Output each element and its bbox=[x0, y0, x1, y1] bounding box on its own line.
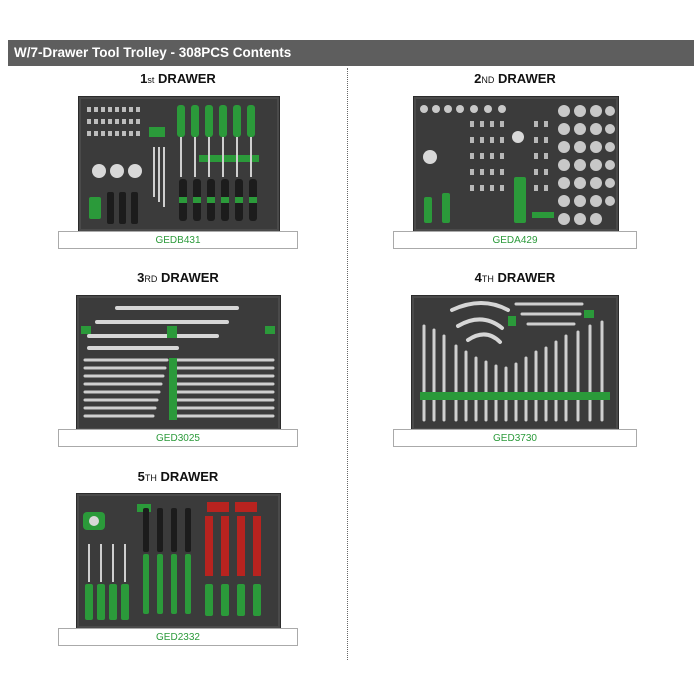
drawer-2-tools-graphic bbox=[420, 105, 615, 225]
drawer-2-number: 2 bbox=[474, 71, 482, 86]
drawer-5-tools-graphic bbox=[83, 502, 261, 620]
drawer-3-title: 3RD DRAWER bbox=[78, 270, 278, 285]
drawer-2-suffix: ND bbox=[481, 75, 495, 85]
drawer-1-suffix: st bbox=[147, 75, 155, 85]
drawer-4-code-box: GED3730 bbox=[393, 429, 637, 447]
drawer-1-title: 1st DRAWER bbox=[78, 71, 278, 86]
drawer-1-image bbox=[78, 96, 280, 232]
drawer-5-title: 5TH DRAWER bbox=[78, 469, 278, 484]
drawer-1-code: GEDB431 bbox=[155, 235, 201, 246]
drawer-4-image bbox=[411, 295, 619, 431]
drawer-5-code: GED2332 bbox=[156, 632, 200, 643]
drawer-5-image bbox=[76, 493, 281, 629]
drawer-4-tools-graphic bbox=[420, 301, 610, 422]
drawer-1-tools-graphic bbox=[87, 105, 259, 224]
drawer-5-suffix: TH bbox=[144, 473, 157, 483]
drawer-2-code: GEDA429 bbox=[492, 235, 538, 246]
drawer-4-suffix: TH bbox=[481, 274, 494, 284]
drawer-1-label: DRAWER bbox=[158, 71, 216, 86]
drawer-4-number: 4 bbox=[474, 270, 482, 285]
drawer-5-code-box: GED2332 bbox=[58, 628, 298, 646]
drawer-2-title: 2ND DRAWER bbox=[415, 71, 615, 86]
drawer-2-code-box: GEDA429 bbox=[393, 231, 637, 249]
drawer-3-suffix: RD bbox=[144, 274, 158, 284]
drawer-4-code: GED3730 bbox=[493, 433, 537, 444]
header-title: W/7-Drawer Tool Trolley - 308PCS Content… bbox=[14, 45, 292, 60]
drawer-3-code: GED3025 bbox=[156, 433, 200, 444]
drawer-3-image bbox=[76, 295, 281, 431]
column-divider bbox=[347, 68, 348, 660]
page-header: W/7-Drawer Tool Trolley - 308PCS Content… bbox=[8, 40, 694, 66]
drawer-5-number: 5 bbox=[137, 469, 145, 484]
drawer-3-number: 3 bbox=[137, 270, 145, 285]
drawer-1-number: 1 bbox=[140, 71, 148, 86]
drawer-3-code-box: GED3025 bbox=[58, 429, 298, 447]
drawer-5-label: DRAWER bbox=[160, 469, 219, 484]
drawer-1-code-box: GEDB431 bbox=[58, 231, 298, 249]
drawer-3-tools-graphic bbox=[81, 306, 275, 420]
drawer-4-label: DRAWER bbox=[497, 270, 556, 285]
drawer-3-label: DRAWER bbox=[161, 270, 219, 285]
drawer-2-image bbox=[413, 96, 619, 232]
drawer-4-title: 4TH DRAWER bbox=[415, 270, 615, 285]
drawer-2-label: DRAWER bbox=[498, 71, 556, 86]
